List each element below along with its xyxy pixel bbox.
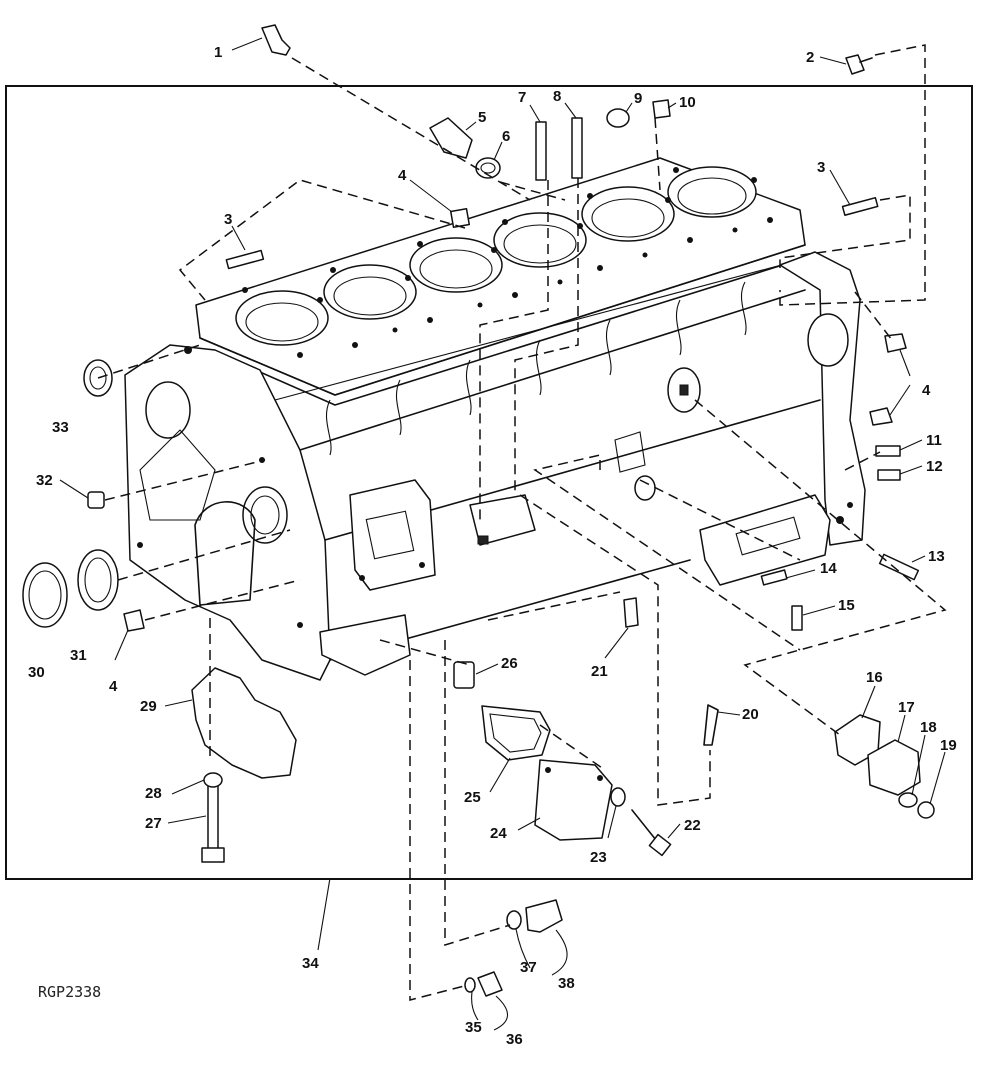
callout-16: 16 bbox=[866, 669, 883, 686]
callout-32: 32 bbox=[36, 472, 53, 489]
callout-5: 5 bbox=[478, 109, 486, 126]
diagram-frame bbox=[5, 85, 973, 880]
callout-34: 34 bbox=[302, 955, 319, 972]
callout-2: 2 bbox=[806, 49, 814, 66]
figure-reference: RGP2338 bbox=[38, 983, 101, 1001]
callout-9: 9 bbox=[634, 90, 642, 107]
callout-25: 25 bbox=[464, 789, 481, 806]
callout-labels: 1 2 3 3 4 4 4 4 5 6 7 8 9 10 11 12 13 14… bbox=[28, 44, 957, 1048]
callout-18: 18 bbox=[920, 719, 937, 736]
callout-37: 37 bbox=[520, 959, 537, 976]
callout-28: 28 bbox=[145, 785, 162, 802]
callout-7: 7 bbox=[518, 89, 526, 106]
callout-8: 8 bbox=[553, 88, 561, 105]
callout-20: 20 bbox=[742, 706, 759, 723]
callout-1: 1 bbox=[214, 44, 222, 61]
callout-6: 6 bbox=[502, 128, 510, 145]
callout-24: 24 bbox=[490, 825, 507, 842]
callout-12: 12 bbox=[926, 458, 943, 475]
callout-4: 4 bbox=[922, 382, 931, 399]
callout-3: 3 bbox=[224, 211, 232, 228]
callout-26: 26 bbox=[501, 655, 518, 672]
callout-19: 19 bbox=[940, 737, 957, 754]
callout-38: 38 bbox=[558, 975, 575, 992]
callout-29: 29 bbox=[140, 698, 157, 715]
callout-22: 22 bbox=[684, 817, 701, 834]
callout-10: 10 bbox=[679, 94, 696, 111]
callout-17: 17 bbox=[898, 699, 915, 716]
callout-11: 11 bbox=[926, 432, 942, 449]
callout-31: 31 bbox=[70, 647, 87, 664]
callout-13: 13 bbox=[928, 548, 945, 565]
cylinder-block bbox=[124, 157, 866, 681]
callout-30: 30 bbox=[28, 664, 45, 681]
callout-36: 36 bbox=[506, 1031, 523, 1048]
callout-3: 3 bbox=[817, 159, 825, 176]
callout-14: 14 bbox=[820, 560, 837, 577]
loose-parts bbox=[22, 24, 935, 997]
callout-4: 4 bbox=[109, 678, 118, 695]
callout-4: 4 bbox=[398, 167, 407, 184]
callout-23: 23 bbox=[590, 849, 607, 866]
callout-33: 33 bbox=[52, 419, 69, 436]
callout-27: 27 bbox=[145, 815, 162, 832]
leader-lines bbox=[59, 37, 946, 1031]
callout-15: 15 bbox=[838, 597, 855, 614]
callout-21: 21 bbox=[591, 663, 608, 680]
callout-35: 35 bbox=[465, 1019, 482, 1036]
assembly-lines bbox=[97, 44, 947, 1001]
